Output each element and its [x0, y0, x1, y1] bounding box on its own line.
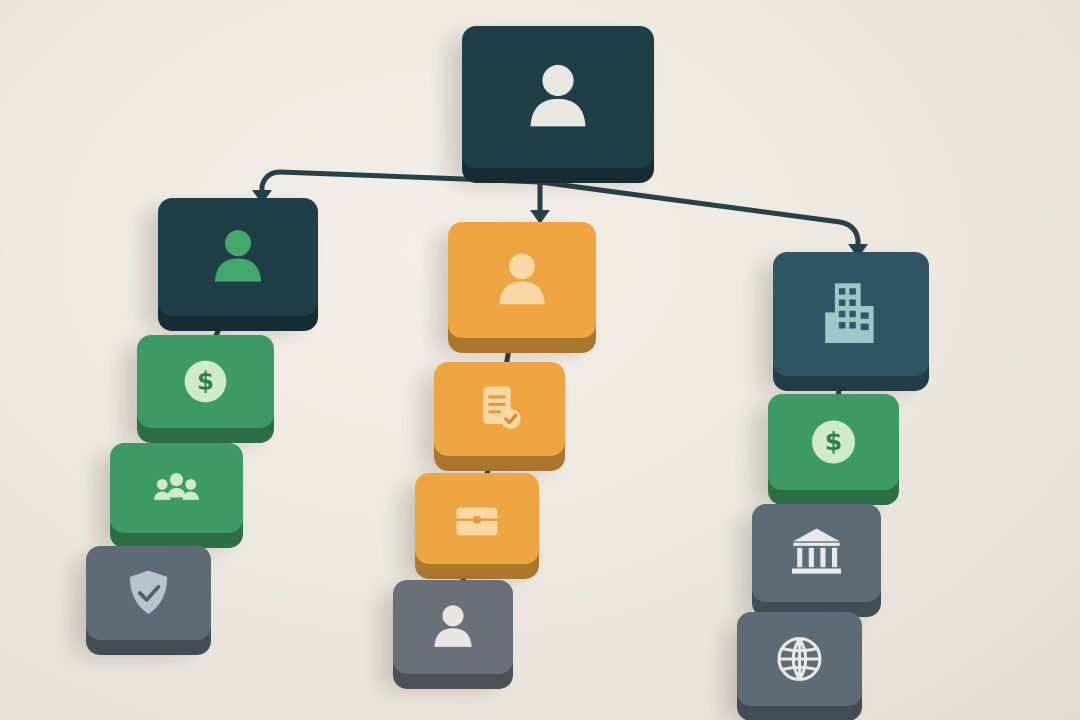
tile-center-3 [401, 473, 539, 580]
connector-branch-left [259, 169, 543, 197]
tile-center-4 [379, 580, 513, 690]
arrowhead-center [530, 210, 550, 224]
shield-check-icon [129, 570, 168, 615]
tile-left-4 [72, 546, 211, 656]
person-icon [214, 230, 262, 282]
tile-face [462, 26, 654, 168]
document-check-icon [483, 386, 521, 429]
team-group-icon [153, 473, 200, 500]
person-icon [434, 605, 472, 647]
briefcase-icon [456, 507, 498, 536]
building-icon [825, 283, 874, 344]
connector-branch-right [537, 179, 861, 249]
arrowhead-right [848, 244, 868, 258]
dollar-coin-icon: $ [184, 360, 227, 403]
bank-icon [791, 528, 842, 574]
dollar-coin-icon: $ [811, 420, 856, 464]
tile-right-2: $ [754, 394, 899, 506]
tiles-layer: $$ [72, 26, 929, 720]
person-icon [499, 253, 545, 305]
svg-text:$: $ [197, 366, 214, 395]
globe-icon [777, 636, 822, 682]
person-icon [530, 64, 586, 127]
tile-right-1 [759, 252, 929, 392]
tile-left-1 [144, 198, 318, 332]
tile-right-4 [723, 612, 862, 720]
tile-right-3 [738, 504, 881, 618]
tile-root-1 [448, 26, 654, 184]
tile-center-2 [420, 362, 565, 472]
tile-center-1 [434, 222, 596, 354]
arrowhead-left [252, 190, 272, 204]
tile-face [752, 504, 881, 602]
tile-face [448, 222, 596, 338]
tile-left-3 [96, 443, 243, 549]
tile-face [158, 198, 318, 316]
tile-left-2: $ [123, 335, 274, 444]
tile-face [393, 580, 513, 674]
svg-text:$: $ [825, 427, 843, 456]
